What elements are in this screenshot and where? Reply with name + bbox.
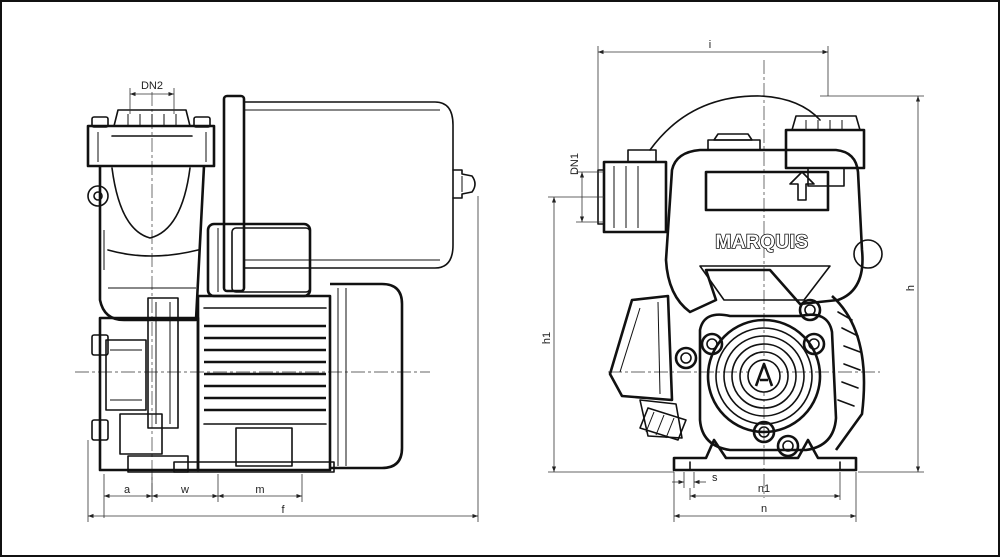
discharge-flange	[86, 109, 216, 168]
pump-base	[672, 438, 858, 472]
dim-label-m: m	[255, 484, 264, 496]
cable-gland	[639, 407, 687, 441]
pressure-tank	[222, 94, 476, 293]
pump-housing: MARQUIS	[664, 133, 864, 314]
tank-dome	[649, 95, 821, 151]
dim-label-dn2: DN2	[141, 80, 163, 92]
dim-label-n: n	[761, 503, 767, 515]
motor	[173, 282, 404, 473]
capacitor-box	[608, 294, 683, 439]
dim-label-n1: n1	[758, 483, 770, 495]
dim-label-a: a	[124, 484, 131, 496]
dim-label-dn1: DN1	[569, 153, 581, 175]
brand-logo: MARQUIS	[715, 232, 808, 253]
pump-front-plate	[674, 298, 838, 458]
dim-label-f: f	[281, 504, 285, 516]
dim-label-h: h	[905, 285, 917, 291]
dim-label-h1: h1	[541, 332, 553, 344]
front-view: MARQUIS	[541, 39, 924, 522]
dim-label-s: s	[712, 472, 718, 484]
motor-fins	[831, 239, 883, 451]
side-view: DN2 a w m f	[75, 80, 479, 522]
inlet-fitting	[597, 149, 668, 234]
pump-casing	[87, 165, 206, 322]
dim-label-w: w	[180, 484, 189, 496]
dim-label-i: i	[709, 39, 711, 51]
